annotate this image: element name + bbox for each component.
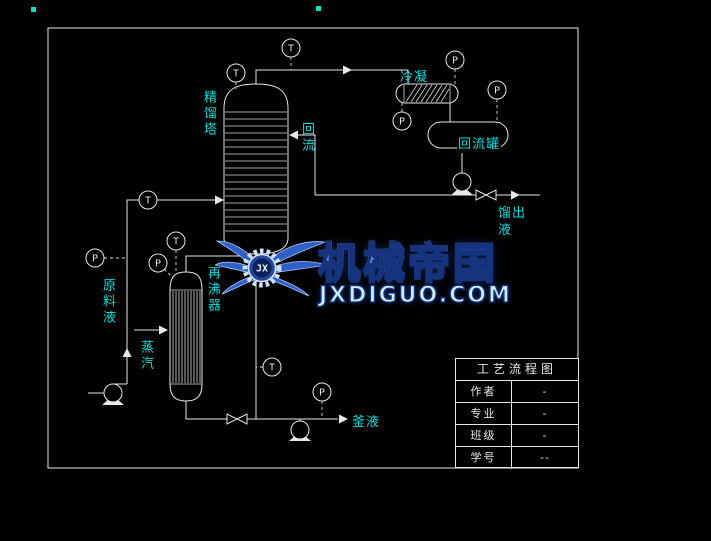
reflux-pump [451,172,473,195]
label-feed: 原料液 [100,278,115,326]
field-value: - [542,429,548,442]
condenser-shell [395,83,459,104]
feed-flow-arrow [215,195,224,205]
title-block-title: 工艺流程图 [456,359,578,381]
distillate-flow-arrow [511,190,520,200]
wing-feathers [215,240,327,297]
instrument-P-reboiler: P [148,253,168,273]
svg-text:P: P [494,86,500,97]
watermark-site-text: JXDIGUO.COM [318,282,512,308]
field-label: 学号 [456,447,512,469]
svg-text:P: P [155,259,161,270]
label-reflux-drum: 回流罐 [457,136,502,153]
instrument-T-bottoms: T [262,357,282,377]
instrument-lead-lines [104,57,498,419]
label-reflux: 回流 [299,122,314,154]
title-block-row-class: 班级 - [456,425,578,447]
feed-up-arrow [122,348,132,357]
instrument-T-reboiler-top: T [166,231,186,251]
field-value: - [542,385,548,398]
watermark-wings-logo: JX [215,240,327,297]
reflux-return-line [297,134,316,195]
label-reboiler: 再沸器 [205,266,220,314]
label-condenser: 冷凝 [400,70,429,85]
field-value: -- [540,451,550,464]
svg-text:T: T [173,237,179,248]
overhead-vapor-line [255,69,409,84]
title-block-row-author: 作者 - [456,381,578,403]
field-label: 作者 [456,381,512,402]
vapor-flow-arrow [343,65,352,75]
label-steam: 蒸汽 [138,340,153,372]
column-trays [225,111,287,232]
grip-mark-top-center [316,6,321,11]
watermark-brand-text: 机械帝国 [317,230,498,291]
distillate-valve [475,189,497,201]
instrument-P-condenser: P [445,50,465,70]
gear-icon: JX [242,248,282,288]
svg-text:P: P [319,388,325,399]
svg-text:T: T [233,69,239,80]
reboiler-tubes [172,291,201,383]
svg-text:P: P [92,254,98,265]
condenser-hatch [405,84,450,103]
feed-riser-line [126,199,217,384]
label-bottoms: 釜液 [352,415,381,430]
reboiler-vapor-return-line [185,255,243,272]
field-value: - [542,407,548,420]
bottoms-pump [289,420,311,441]
grip-mark-top-left [31,7,36,12]
title-block: 工艺流程图 作者 - 专业 - 班级 - 学号 -- [455,358,579,469]
bottoms-flow-arrow [339,414,348,424]
bottoms-valve [226,413,248,425]
field-label: 班级 [456,425,512,446]
instrument-T-overhead: T [281,38,301,58]
pump-base [451,189,473,195]
drawing-frame [47,27,579,469]
distillation-column-shell [223,83,289,255]
svg-text:T: T [288,44,294,55]
title-block-row-student-id: 学号 -- [456,447,578,469]
steam-flow-arrow [159,325,168,335]
svg-text:P: P [399,117,405,128]
title-block-row-major: 专业 - [456,403,578,425]
svg-text:T: T [269,363,275,374]
instrument-P-condensate: P [392,111,412,131]
label-distillation-column: 精馏塔 [201,90,216,138]
condenser-tubesheets [403,85,451,102]
feed-pump [102,383,124,405]
reflux-flow-arrow [289,130,298,140]
svg-text:P: P [452,56,458,67]
instrument-T-column-top: T [226,63,246,83]
instrument-P-feed-riser: P [85,248,105,268]
svg-text:T: T [145,196,151,207]
instrument-P-bottoms-pump: P [312,382,332,402]
instrument-T-feed-line: T [138,190,158,210]
instrument-P-reflux-drum: P [487,80,507,100]
watermark-monogram: JX [256,264,268,275]
label-distillate: 馏出液 [498,206,527,238]
field-label: 专业 [456,403,512,424]
reboiler-tubesheets [170,289,202,385]
